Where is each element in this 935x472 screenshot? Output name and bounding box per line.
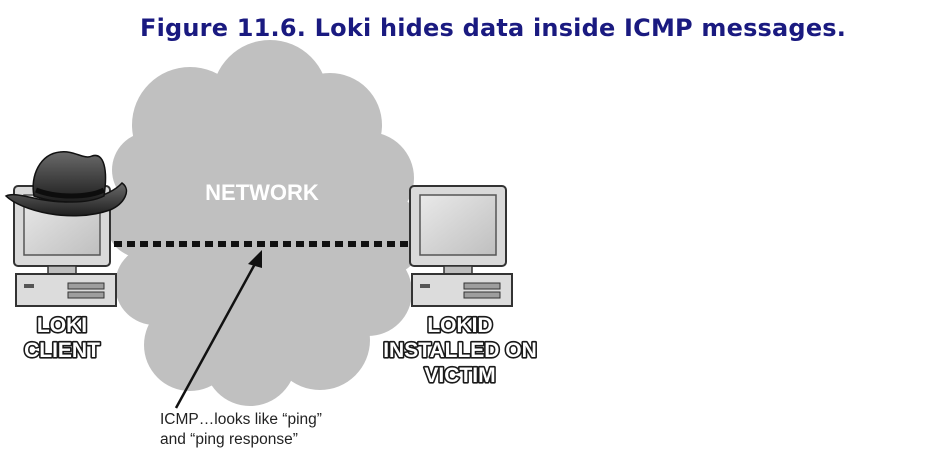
loki-client-label-line-1: LOKI — [37, 314, 87, 337]
network-label: NETWORK — [205, 180, 319, 205]
victim-computer — [409, 185, 513, 307]
figure-title: Figure 11.6. Loki hides data inside ICMP… — [140, 14, 847, 42]
loki-client-label-line-2: CLIENT — [24, 339, 100, 362]
victim-label-line-3: VICTIM — [424, 364, 495, 387]
annotation-line-1: ICMP…looks like “ping” — [160, 411, 322, 428]
annotation-arrow — [174, 250, 262, 409]
victim-label-line-1: LOKID — [427, 314, 492, 337]
victim-label: LOKID INSTALLED ON VICTIM — [382, 312, 539, 388]
black-hat-icon — [4, 151, 128, 217]
victim-label-line-2: INSTALLED ON — [383, 339, 537, 362]
annotation-line-2: and “ping response” — [160, 431, 298, 448]
network-cloud — [106, 40, 424, 406]
loki-client-label: LOKI CLIENT — [22, 312, 101, 363]
